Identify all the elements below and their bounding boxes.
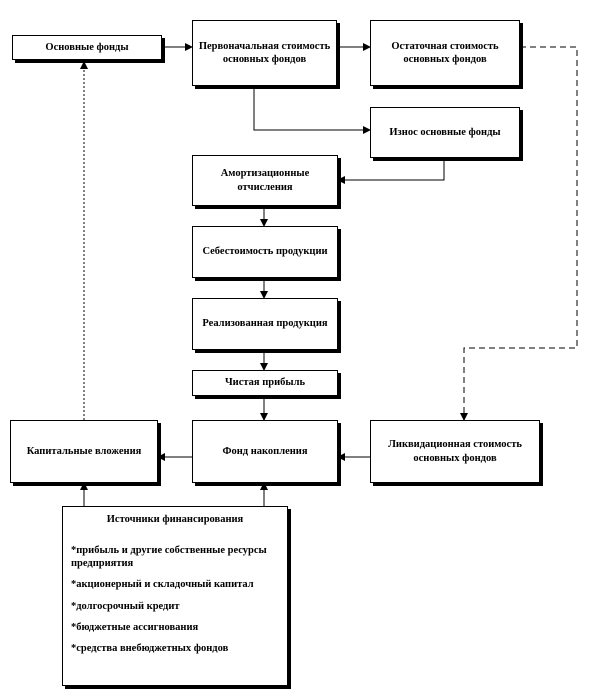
node-residual-value-label: Остаточная стоимость основных фондов — [391, 40, 499, 65]
arrow-residual-to-liquidation — [460, 46, 578, 421]
node-sold-products-label: Реализованная продукция — [202, 318, 328, 330]
node-cost: Себестоимость продукции — [192, 226, 338, 278]
arrow-initial-to-wear — [253, 86, 371, 134]
node-residual-value: Остаточная стоимость основных фондов — [370, 20, 520, 86]
arrow-wear-to-depreciation — [337, 158, 445, 184]
financing-source-item: *бюджетные ассигнования — [71, 621, 199, 633]
node-accumulation-fund: Фонд накопления — [192, 420, 338, 483]
financing-sources-title: Источники финансирования — [106, 514, 244, 525]
node-main-funds: Основные фонды — [12, 35, 162, 60]
node-financing-sources: Источники финансирования *прибыль и друг… — [62, 506, 288, 686]
node-depreciation-label: Амортизационные отчисления — [220, 168, 310, 193]
node-sold-products: Реализованная продукция — [192, 298, 338, 350]
financing-source-item: *акционерный и складочный капитал — [71, 579, 254, 591]
financing-source-item: *средства внебюджетных фондов — [71, 642, 229, 654]
node-capital-investments-label: Капитальные вложения — [26, 445, 142, 457]
node-accumulation-fund-label: Фонд накопления — [222, 445, 308, 457]
node-net-profit-label: Чистая прибыль — [224, 377, 306, 389]
node-liquidation-value: Ликвидационная стоимость основных фондов — [370, 420, 540, 483]
node-main-funds-label: Основные фонды — [45, 41, 129, 53]
node-wear: Износ основные фонды — [370, 107, 520, 158]
node-cost-label: Себестоимость продукции — [202, 246, 328, 258]
node-initial-value-label: Первоначальная стоимость основных фондов — [198, 40, 331, 65]
node-wear-label: Износ основные фонды — [389, 126, 501, 138]
node-depreciation: Амортизационные отчисления — [192, 155, 338, 206]
node-net-profit: Чистая прибыль — [192, 370, 338, 396]
node-capital-investments: Капитальные вложения — [10, 420, 158, 483]
financing-source-item: *долгосрочный кредит — [71, 600, 180, 612]
financing-source-item: *прибыль и другие собственные ресурсы пр… — [71, 545, 267, 570]
node-initial-value: Первоначальная стоимость основных фондов — [192, 20, 337, 86]
node-liquidation-value-label: Ликвидационная стоимость основных фондов — [388, 439, 522, 464]
